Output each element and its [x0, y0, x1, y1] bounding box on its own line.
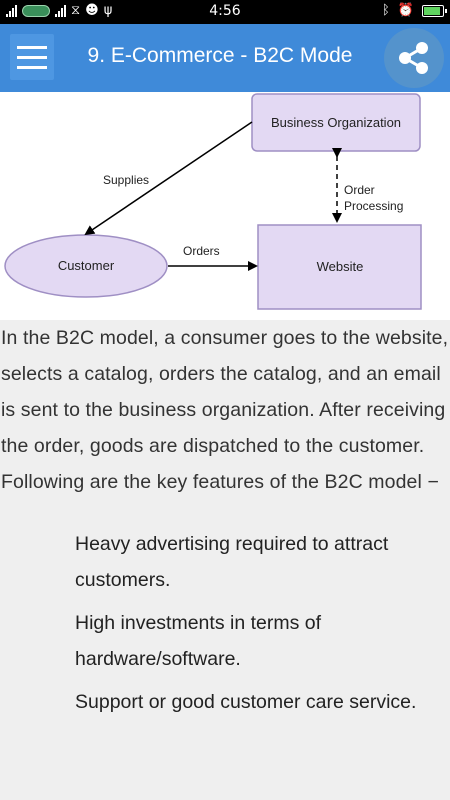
website-label: Website	[317, 259, 364, 274]
menu-button[interactable]	[10, 34, 54, 80]
share-icon	[399, 42, 428, 74]
customer-label: Customer	[58, 258, 115, 273]
share-button[interactable]	[384, 28, 444, 88]
page-title: 9. E-Commerce - B2C Mode	[87, 44, 353, 67]
supplies-arrow	[84, 121, 253, 236]
network-share-icon: ⧖	[71, 3, 81, 18]
list-item: Support or good customer care service.	[75, 691, 417, 713]
features-list: Heavy advertising required to attract cu…	[1, 526, 450, 720]
list-item: High investments in terms of hardware/so…	[75, 612, 322, 670]
b2c-diagram: Business Organization Website Customer S…	[0, 92, 450, 320]
hamburger-menu-icon	[17, 45, 47, 49]
battery-icon	[422, 5, 447, 17]
order-processing-label-line2: Processing	[344, 199, 403, 213]
usb-icon: ψ	[103, 3, 113, 18]
business-organization-label: Business Organization	[271, 115, 401, 130]
signal-icon	[6, 5, 17, 17]
alarm-icon: ⏰	[397, 3, 414, 18]
status-right-icons: ᛒ ⏰	[382, 3, 447, 18]
website-node	[257, 224, 422, 310]
signal-icon-2	[55, 5, 66, 17]
supplies-label: Supplies	[103, 173, 149, 187]
orders-label: Orders	[183, 244, 220, 258]
bluetooth-icon: ᛒ	[382, 3, 390, 18]
status-bar: ⧖ ☻ ψ 4:56 ᛒ ⏰	[0, 0, 450, 24]
status-left-icons: ⧖ ☻ ψ	[6, 4, 112, 18]
app-bar: 9. E-Commerce - B2C Mode	[0, 24, 450, 92]
status-time: 4:56	[209, 3, 241, 19]
list-item: Heavy advertising required to attract cu…	[75, 533, 389, 591]
cat-app-icon: ☻	[85, 3, 99, 18]
article-content: In the B2C model, a consumer goes to the…	[0, 320, 450, 727]
order-processing-label-line1: Order	[344, 183, 375, 197]
intro-paragraph: In the B2C model, a consumer goes to the…	[1, 327, 449, 493]
carrier-logo-icon	[22, 5, 50, 17]
